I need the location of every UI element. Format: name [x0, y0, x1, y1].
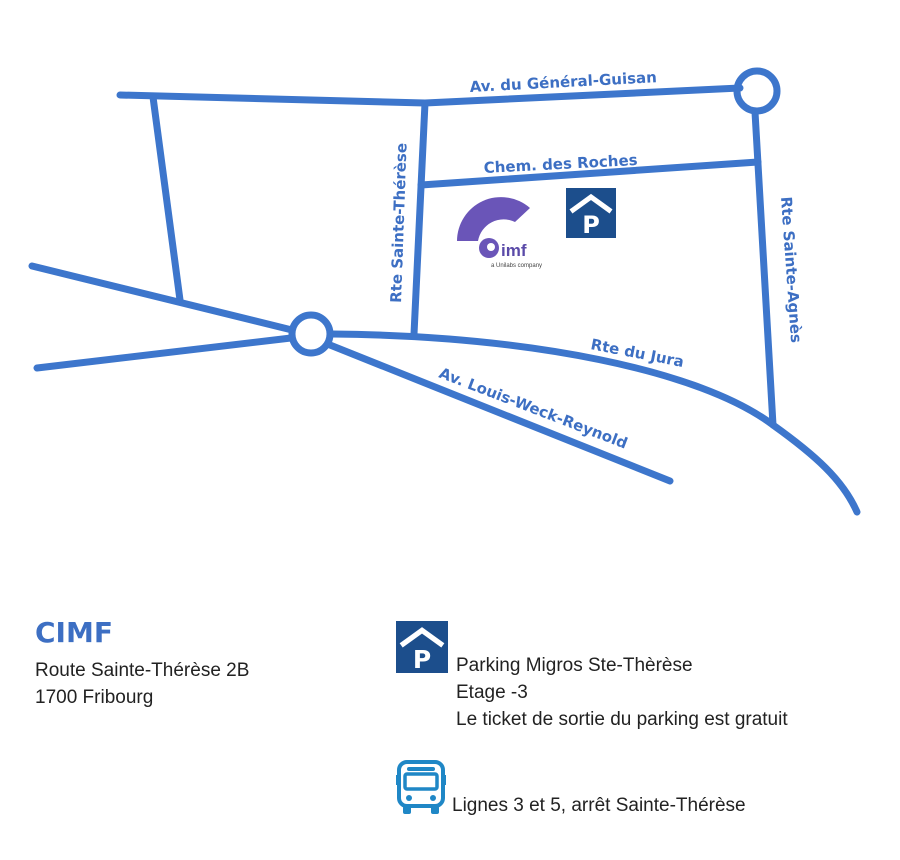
bus-lines: Lignes 3 et 5, arrêt Sainte-Thérèse: [452, 795, 746, 816]
label-sainte-therese: Rte Sainte-Thérèse: [387, 143, 411, 304]
parking-name: Parking Migros Ste-Thèrèse: [456, 655, 693, 676]
road-southwest: [33, 334, 295, 372]
label-sainte-agnes: Rte Sainte-Agnès: [777, 196, 805, 344]
bus-icon: [396, 760, 446, 814]
street-map: Av. du Général-Guisan Chem. des Roches R…: [28, 67, 861, 516]
parking-level: Etage -3: [456, 682, 528, 703]
svg-text:P: P: [582, 211, 600, 239]
cimf-logo-arc: [457, 197, 530, 241]
parking-icon: P: [566, 188, 616, 239]
cimf-logo: imf a Unilabs company: [457, 197, 542, 269]
cimf-logo-tagline: a Unilabs company: [491, 263, 542, 269]
parking-note: Le ticket de sortie du parking est gratu…: [456, 709, 788, 730]
address-street: Route Sainte-Thérèse 2B: [35, 660, 250, 681]
road-louis-weck-reynold: [326, 341, 674, 485]
svg-text:P: P: [413, 645, 431, 673]
road-network: [28, 67, 861, 516]
cimf-logo-wordmark: imf: [501, 241, 527, 260]
label-louis-weck-reynold: Av. Louis-Weck-Reynold: [437, 364, 631, 453]
parking-icon: P: [396, 621, 448, 673]
roundabout-north-east: [733, 67, 781, 115]
road-sainte-agnes: [751, 108, 777, 429]
roundabout-south-west: [288, 311, 334, 357]
road-sainte-therese: [410, 99, 429, 338]
address-city: 1700 Fribourg: [35, 687, 154, 708]
road-west-arterial: [28, 262, 296, 334]
address-block: CIMF Route Sainte-Thérèse 2B 1700 Fribou…: [35, 615, 249, 711]
road-chemin-des-roches: [417, 158, 762, 189]
bus-info: Lignes 3 et 5, arrêt Sainte-Thérèse: [452, 792, 746, 819]
cimf-logo-dot-inner: [487, 243, 495, 251]
parking-info: Parking Migros Ste-Thèrèse Etage -3 Le t…: [456, 652, 788, 733]
road-jura: [328, 330, 861, 516]
road-west-connector: [149, 93, 184, 304]
location-name: CIMF: [35, 616, 113, 649]
road-general-guisan: [116, 84, 744, 107]
